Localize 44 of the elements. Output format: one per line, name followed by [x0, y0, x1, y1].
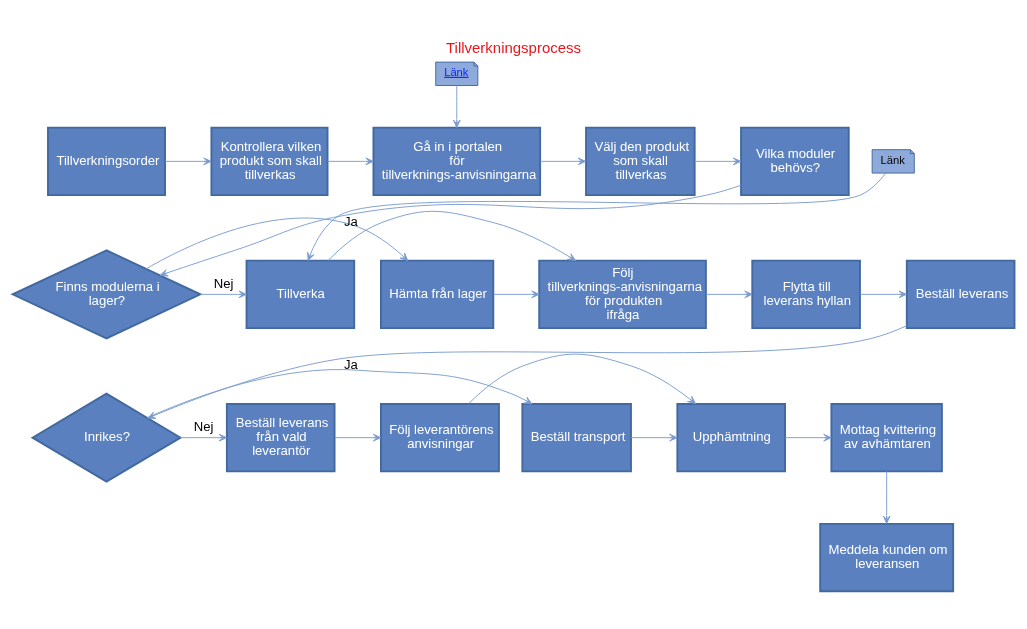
- arrow: [200, 290, 247, 299]
- arrow: [307, 172, 887, 261]
- node-box: Gå in i portalen för tillverknings-anvisningarna: [372, 126, 542, 197]
- arrow: [180, 433, 228, 442]
- node-box: Tillverka: [245, 259, 356, 329]
- arrow: [705, 290, 753, 299]
- node-box: Mottag kvittering av avhämtaren: [830, 403, 943, 473]
- node-diamond: Finns modulerna i lager?: [10, 249, 203, 340]
- arrow: [164, 157, 212, 166]
- arrow: [859, 290, 907, 299]
- node-box: Följ leverantörens anvisningar: [380, 403, 500, 473]
- arrow: [882, 471, 891, 524]
- node-box: Välj den produkt som skall tillverkas: [585, 126, 696, 197]
- arrow: [493, 290, 540, 299]
- arrow: [145, 217, 409, 270]
- arrow: [159, 184, 742, 277]
- node-box: Hämta från lager: [380, 259, 495, 329]
- node-box: Tillverkningsorder: [47, 126, 166, 197]
- arrow: [147, 325, 908, 419]
- arrow: [452, 85, 461, 128]
- arrow: [334, 433, 382, 442]
- node-box: Vilka moduler behövs?: [740, 126, 850, 197]
- arrow: [468, 353, 696, 405]
- node-box: Meddela kunden om leveransen: [819, 522, 955, 593]
- edge-label: Nej: [213, 276, 234, 291]
- arrow: [784, 433, 832, 442]
- node-box: Kontrollera vilken produkt som skall tillverkas: [210, 126, 329, 197]
- arrow: [630, 433, 678, 442]
- edge-label: Ja: [344, 357, 358, 373]
- edge-label: Nej: [193, 419, 214, 435]
- arrow: [327, 210, 576, 262]
- node-box: Beställ leverans från vald leverantör: [225, 403, 336, 473]
- node-box: Beställ transport: [521, 403, 632, 473]
- node-diamond: Inrikes?: [30, 392, 183, 483]
- arrow: [539, 157, 587, 166]
- arrow: [147, 369, 533, 419]
- arrow: [694, 157, 742, 166]
- edge-label: Ja: [344, 214, 358, 230]
- node-box: Flytta till leverans hyllan: [751, 259, 861, 329]
- node-box: Beställ leverans: [905, 259, 1016, 329]
- diagram-title: Tillverkningsprocess: [445, 39, 582, 57]
- node-box: Upphämtning: [676, 403, 786, 473]
- node-box: Följ tillverknings-anvisningarna för produkten ifråga: [538, 259, 707, 329]
- arrow: [327, 157, 374, 166]
